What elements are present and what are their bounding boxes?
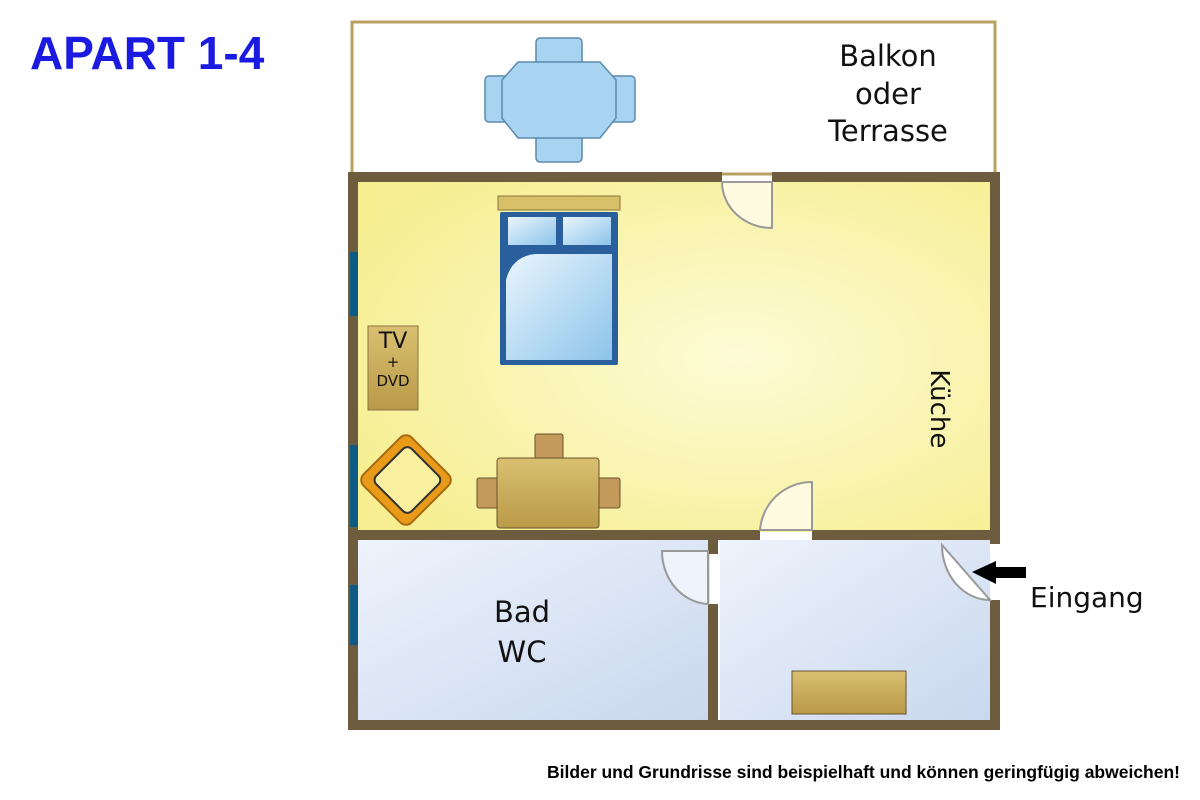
entrance-label: Eingang <box>1030 581 1144 614</box>
living-room <box>358 182 990 532</box>
armchair <box>360 434 452 526</box>
tv-label: TV + DVD <box>368 330 418 391</box>
dining-table <box>476 433 621 529</box>
balcony-label: Balkon oder Terrasse <box>800 38 976 151</box>
bed <box>497 195 621 365</box>
disclaimer: Bilder und Grundrisse sind beispielhaft … <box>547 762 1180 782</box>
kitchen-label: Küche <box>923 369 954 449</box>
entrance-arrow-icon <box>972 561 1026 584</box>
apartment-title: APART 1-4 <box>30 27 265 79</box>
balcony-label-line: oder <box>855 76 921 111</box>
doors <box>660 181 993 606</box>
balcony-table <box>484 37 636 163</box>
balcony <box>350 20 997 176</box>
bathroom-label-line: WC <box>497 635 547 670</box>
bathroom-label-line: Bad <box>493 595 551 629</box>
tv-cabinet <box>367 325 419 411</box>
windows <box>350 252 358 645</box>
tv-label-line: TV <box>378 329 408 354</box>
bathroom-label: Bad WC <box>462 592 582 672</box>
tv-label-line: + <box>386 353 400 372</box>
bathroom <box>358 540 710 720</box>
balcony-label-line: Terrasse <box>828 114 948 149</box>
hall-cabinet <box>791 670 907 715</box>
tv-label-line: DVD <box>376 371 410 390</box>
balcony-label-line: Balkon <box>839 39 937 73</box>
